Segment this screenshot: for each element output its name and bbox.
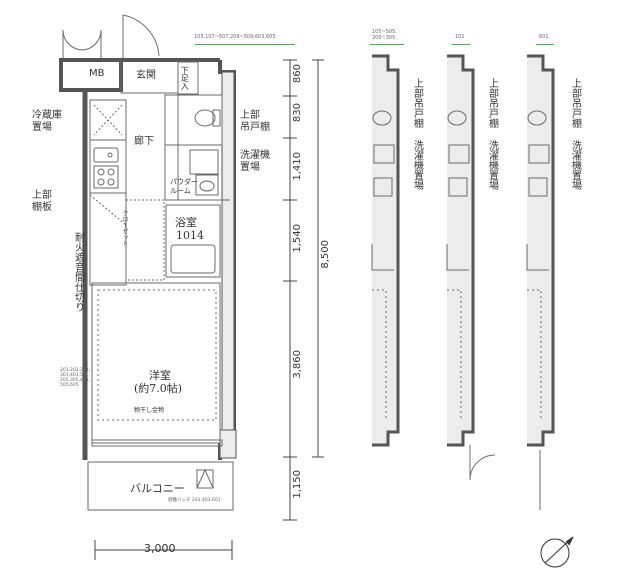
dim-total: 8,500 <box>320 240 331 269</box>
dim-3860: 3,860 <box>292 350 303 379</box>
accent-line <box>195 44 295 45</box>
accent-line <box>370 44 404 45</box>
variant-101 <box>446 54 496 481</box>
variant-upper-cabinet: 上部吊戸棚 <box>486 78 498 128</box>
stove-icon <box>93 165 119 189</box>
western-room-size: (約7.0帖) <box>134 382 183 395</box>
washer-pan-icon <box>189 149 219 175</box>
variant-105 <box>371 54 400 447</box>
bath-label: 浴室 <box>175 216 197 229</box>
variant-601 <box>526 54 555 510</box>
mb-label: MB <box>89 68 105 79</box>
variant-washer: 洗濯機置場 <box>569 140 581 190</box>
variant-note: 101 <box>455 34 465 40</box>
dim-860: 860 <box>292 64 303 84</box>
dim-830: 830 <box>292 103 303 123</box>
closet-label: クローゼット <box>120 210 128 246</box>
partition-callout: 耐火遮音間仕切り <box>72 232 84 312</box>
shoe-cabinet <box>177 61 199 95</box>
dim-width: 3,000 <box>144 542 176 555</box>
powder-room-label: パウダー ルーム <box>170 178 198 195</box>
balcony-label: バルコニー <box>130 482 185 495</box>
genkan-label: 玄関 <box>136 70 156 81</box>
variant-note: 105~505, 205~305 <box>372 29 397 41</box>
units-note: 201,202,203, 301,401,501, 205,305,405, 5… <box>60 368 91 388</box>
variant-upper-cabinet: 上部吊戸棚 <box>411 78 423 128</box>
north-arrow-icon <box>540 536 574 568</box>
dim-1540: 1,540 <box>292 224 303 253</box>
closet <box>125 199 165 281</box>
bathtub-icon <box>170 244 216 274</box>
corridor-label: 廊下 <box>134 136 154 147</box>
bath-size-label: 1014 <box>176 229 204 242</box>
upper-cabinet-callout: 上部 吊戸棚 <box>240 110 270 133</box>
western-room-label: 洋室 <box>149 369 171 382</box>
upper-shelf-callout: 上部 棚板 <box>32 190 52 213</box>
toilet-icon <box>194 109 216 127</box>
variant-washer: 洗濯機置場 <box>411 140 423 190</box>
accent-line <box>452 44 470 45</box>
hatch-note: 避難ハッチ 203,403,601 <box>168 498 221 503</box>
hanger-label: 物干し金物 <box>134 407 165 414</box>
dim-1410: 1,410 <box>292 152 303 181</box>
washer-callout: 洗濯機 置場 <box>240 150 270 173</box>
units-note: 105,107~507,209~509,603,605 <box>194 34 276 40</box>
variant-upper-cabinet: 上部吊戸棚 <box>569 78 581 128</box>
fridge-callout: 冷蔵庫 置場 <box>32 110 62 133</box>
washbasin-icon <box>195 174 219 196</box>
dim-balcony: 1,150 <box>292 470 303 499</box>
sink-icon <box>93 147 119 163</box>
variant-washer: 洗濯機置場 <box>486 140 498 190</box>
shoe-cabinet-label: 下足入 <box>180 66 190 90</box>
accent-line <box>536 44 554 45</box>
variant-note: 601 <box>539 34 549 40</box>
